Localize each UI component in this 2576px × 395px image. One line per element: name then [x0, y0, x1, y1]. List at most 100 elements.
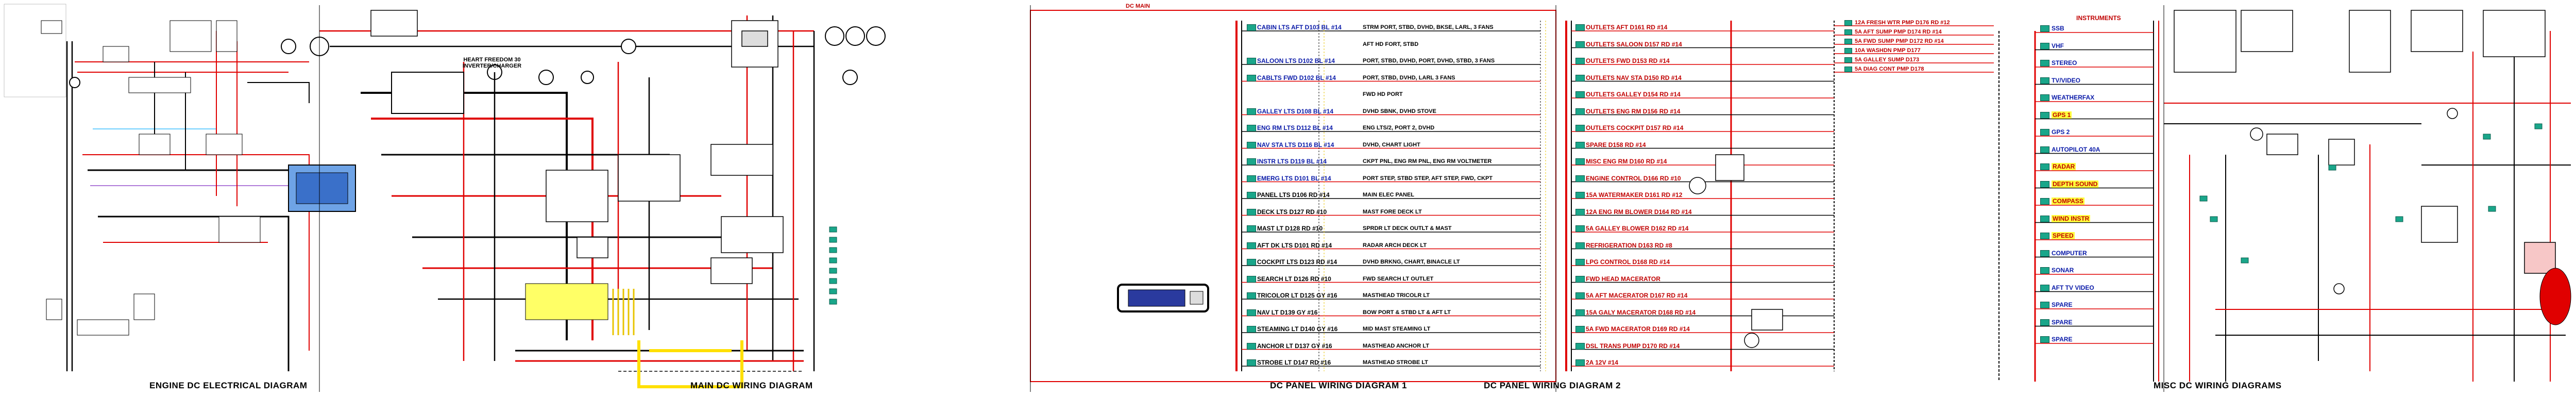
panel1-circuit-label: NAV STA LTS D116 BL #14	[1257, 141, 1334, 149]
instrument-label: SONAR	[2052, 267, 2074, 274]
instrument-breaker[interactable]	[2040, 146, 2049, 153]
panel1-circuit-label: EMERG LTS D101 BL #14	[1257, 174, 1331, 182]
pump-breaker[interactable]	[1844, 67, 1852, 72]
panel1-circuit-desc: FWD SEARCH LT OUTLET	[1363, 275, 1434, 282]
panel2-circuit-label: ENGINE CONTROL D166 RD #10	[1586, 174, 1681, 182]
instrument-breaker[interactable]	[2040, 42, 2049, 50]
panel2-circuit-label: 2A 12V #14	[1586, 359, 1618, 366]
panel2-diagram-title: DC PANEL WIRING DIAGRAM 2	[1484, 381, 1621, 390]
panel2-circuit-label: MISC ENG RM D160 RD #14	[1586, 158, 1667, 165]
panel1-breaker[interactable]	[1247, 359, 1256, 366]
panel1-breaker[interactable]	[1247, 208, 1256, 216]
panel2-breaker[interactable]	[1575, 292, 1585, 299]
panel2-breaker[interactable]	[1575, 342, 1585, 350]
instrument-breaker[interactable]	[2040, 319, 2049, 326]
panel2-circuit-label: FWD HEAD MACERATOR	[1586, 275, 1660, 283]
panel1-circuit-desc: AFT HD FORT, STBD	[1363, 41, 1419, 47]
pump-breaker[interactable]	[1844, 39, 1852, 44]
panel1-breaker[interactable]	[1247, 125, 1256, 131]
panel1-circuit-desc: CKPT PNL, ENG RM PNL, ENG RM VOLTMETER	[1363, 158, 1492, 164]
pump-circuit-label: 5A AFT SUMP PMP D174 RD #14	[1855, 29, 1942, 35]
panel1-circuit-label: SEARCH LT D126 RD #10	[1257, 275, 1331, 283]
panel2-breaker[interactable]	[1575, 326, 1585, 333]
instrument-breaker[interactable]	[2040, 129, 2049, 136]
instrument-breaker[interactable]	[2040, 233, 2049, 239]
panel1-circuit-desc: RADAR ARCH DECK LT	[1363, 242, 1427, 249]
panel1-breaker[interactable]	[1247, 175, 1256, 182]
panel1-breaker[interactable]	[1247, 309, 1256, 316]
instrument-breaker[interactable]	[2040, 267, 2049, 274]
instrument-breaker[interactable]	[2040, 336, 2049, 343]
panel2-breaker[interactable]	[1575, 309, 1585, 316]
panel1-breaker[interactable]	[1247, 225, 1256, 232]
panel2-misc	[1689, 154, 1783, 348]
instrument-breaker[interactable]	[2040, 284, 2049, 291]
panel1-breaker[interactable]	[1247, 292, 1256, 299]
panel1-breaker[interactable]	[1247, 158, 1256, 165]
pump-breaker[interactable]	[1844, 20, 1852, 26]
panel2-breaker[interactable]	[1575, 242, 1585, 249]
panel1-circuit-label: MAST LT D128 RD #10	[1257, 225, 1323, 232]
panel1-breaker[interactable]	[1247, 242, 1256, 249]
panel1-breaker[interactable]	[1247, 108, 1256, 115]
panel2-breaker[interactable]	[1575, 74, 1585, 81]
panel1-breaker[interactable]	[1247, 24, 1256, 31]
misc-diagram-title: MISC DC WIRING DIAGRAMS	[2154, 381, 2282, 390]
panel2-breaker[interactable]	[1575, 91, 1585, 98]
panel2-breaker[interactable]	[1575, 141, 1585, 149]
panel2-breaker[interactable]	[1575, 259, 1585, 266]
instrument-breaker[interactable]	[2040, 215, 2049, 222]
panel2-circuit-label: REFRIGERATION D163 RD #8	[1586, 241, 1672, 249]
instrument-breaker[interactable]	[2040, 94, 2049, 101]
panel1-circuit-desc: PORT, STBD, DVHD, LARL 3 FANS	[1363, 74, 1455, 81]
instrument-breaker[interactable]	[2040, 60, 2049, 67]
pump-breaker[interactable]	[1844, 29, 1852, 35]
panel2-breaker[interactable]	[1575, 359, 1585, 366]
instrument-breaker[interactable]	[2040, 198, 2049, 205]
panel2-breaker[interactable]	[1575, 225, 1585, 232]
instrument-label: GPS 2	[2052, 128, 2070, 136]
instrument-breaker[interactable]	[2040, 180, 2049, 188]
panel1-circuit-desc: DVHD BRKNG, CHART, BINACLE LT	[1363, 259, 1460, 265]
panel2-breaker[interactable]	[1575, 41, 1585, 48]
panel2-circuit-label: SPARE D158 RD #14	[1586, 141, 1646, 149]
instrument-breaker[interactable]	[2040, 302, 2049, 308]
pump-breaker[interactable]	[1844, 48, 1852, 54]
engine-block	[288, 164, 356, 212]
instrument-label: SPARE	[2052, 318, 2073, 326]
panel2-breaker[interactable]	[1575, 208, 1585, 216]
panel1-breaker[interactable]	[1247, 141, 1256, 149]
panel1-breaker[interactable]	[1247, 192, 1256, 199]
main-dc-diagram-title: MAIN DC WIRING DIAGRAM	[690, 381, 813, 390]
panel2-circuit-label: 15A GALY MACERATOR D168 RD #14	[1586, 308, 1696, 316]
panel2-breaker[interactable]	[1575, 275, 1585, 283]
yellow-busbar	[637, 340, 743, 388]
panel1-circuit-label: GALLEY LTS D108 BL #14	[1257, 107, 1334, 115]
panel1-breaker[interactable]	[1247, 326, 1256, 333]
panel2-breaker[interactable]	[1575, 158, 1585, 165]
notes-box	[525, 283, 608, 320]
panel1-breaker[interactable]	[1247, 259, 1256, 266]
panel2-breaker[interactable]	[1575, 175, 1585, 182]
instrument-breaker[interactable]	[2040, 25, 2049, 32]
instrument-breaker[interactable]	[2040, 250, 2049, 257]
panel1-circuit-desc: MASTHEAD TRICOLR LT	[1363, 292, 1430, 299]
instrument-breaker[interactable]	[2040, 77, 2049, 84]
instrument-breaker[interactable]	[2040, 163, 2049, 170]
panel2-breaker[interactable]	[1575, 108, 1585, 115]
panel1-breaker[interactable]	[1247, 275, 1256, 283]
instrument-label: SPARE	[2052, 301, 2073, 308]
instrument-breaker[interactable]	[2040, 111, 2049, 119]
panel1-breaker[interactable]	[1247, 58, 1256, 64]
panel2-breaker[interactable]	[1575, 58, 1585, 64]
pump-breaker[interactable]	[1844, 57, 1852, 63]
panel2-breaker[interactable]	[1575, 192, 1585, 199]
panel1-breaker[interactable]	[1247, 342, 1256, 350]
pump-circuit-label: 5A GALLEY SUMP D173	[1855, 57, 1920, 63]
panel2-breaker[interactable]	[1575, 24, 1585, 31]
instrument-bus	[1998, 21, 2159, 382]
panel2-circuit-label: OUTLETS GALLEY D154 RD #14	[1586, 91, 1681, 98]
panel1-breaker[interactable]	[1247, 74, 1256, 81]
instrument-branch-wires	[2035, 32, 2154, 344]
panel2-breaker[interactable]	[1575, 125, 1585, 131]
